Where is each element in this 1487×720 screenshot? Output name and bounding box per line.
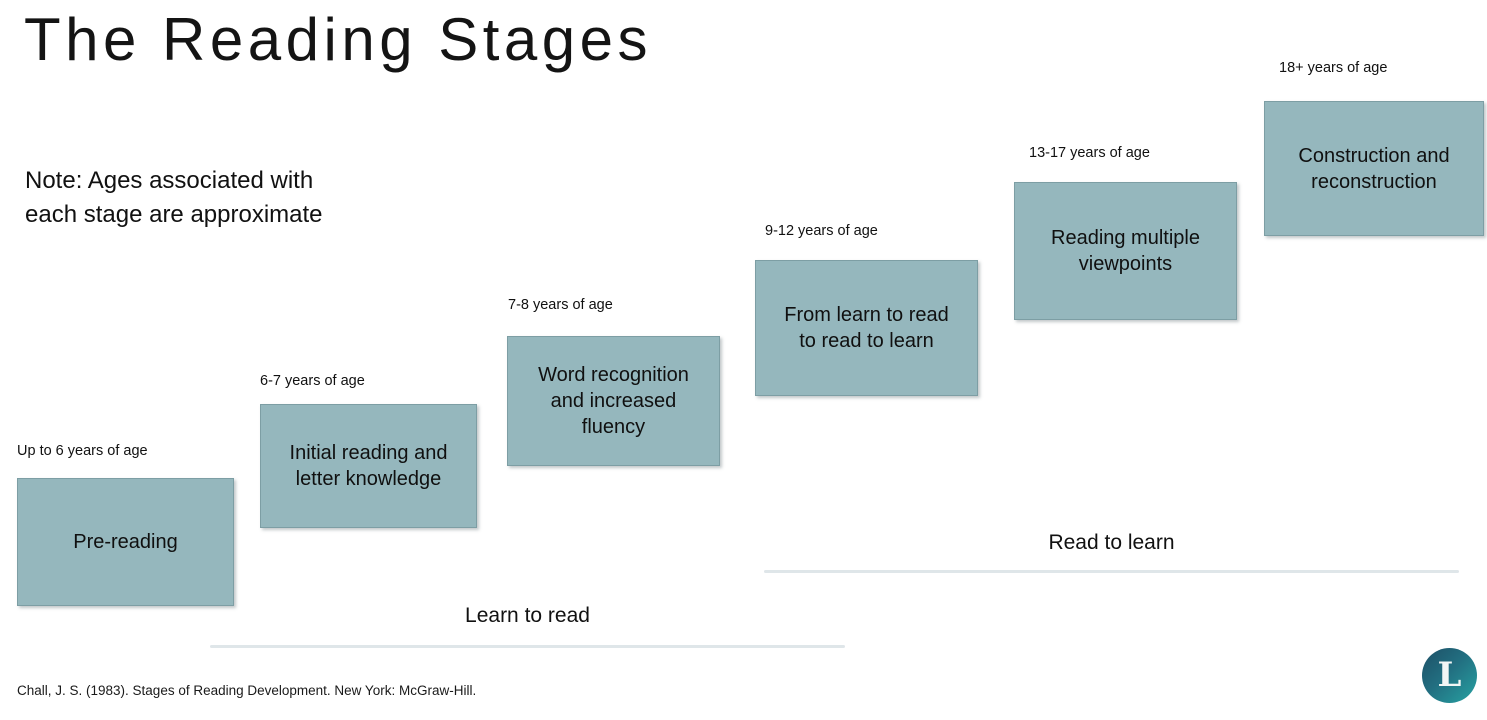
page-title: The Reading Stages [24, 6, 653, 73]
citation-text: Chall, J. S. (1983). Stages of Reading D… [17, 683, 477, 698]
logo-letter: L [1437, 654, 1462, 695]
note-line-2: each stage are approximate [25, 201, 323, 229]
stage-label-word-recognition: Word recognition and increased fluency [538, 364, 689, 438]
age-caption-stage-3: 7-8 years of age [508, 297, 613, 313]
brand-logo-icon: L [1422, 648, 1477, 703]
age-caption-stage-5: 13-17 years of age [1029, 145, 1150, 161]
phase-label-read-to-learn: Read to learn [1048, 531, 1175, 554]
note-block: Note: Ages associated with each stage ar… [25, 164, 385, 232]
stage-label-multiple-viewpoints: Reading multiple viewpoints [1051, 227, 1200, 275]
stage-box-learn-to-read-transition[interactable]: From learn to read to read to learn [755, 260, 978, 396]
stage-box-multiple-viewpoints[interactable]: Reading multiple viewpoints [1014, 182, 1237, 320]
age-caption-stage-1: Up to 6 years of age [17, 443, 148, 459]
stage-box-construction-reconstruction[interactable]: Construction and reconstruction [1264, 101, 1484, 236]
stage-label-learn-to-read-transition: From learn to read to read to learn [784, 304, 949, 352]
age-caption-stage-2: 6-7 years of age [260, 373, 365, 389]
stage-box-pre-reading[interactable]: Pre-reading [17, 478, 234, 606]
phase-label-learn-to-read: Learn to read [465, 604, 590, 627]
stage-label-pre-reading: Pre-reading [73, 531, 178, 553]
note-line-1: Note: Ages associated with [25, 167, 314, 194]
stage-label-construction-reconstruction: Construction and reconstruction [1298, 144, 1450, 193]
age-caption-stage-4: 9-12 years of age [765, 223, 878, 239]
stage-box-word-recognition[interactable]: Word recognition and increased fluency [507, 336, 720, 466]
stage-box-initial-reading[interactable]: Initial reading and letter knowledge [260, 404, 477, 528]
phase-rule-learn-to-read [210, 645, 845, 648]
phase-rule-read-to-learn [764, 570, 1459, 573]
age-caption-stage-6: 18+ years of age [1279, 60, 1388, 76]
stage-label-initial-reading: Initial reading and letter knowledge [289, 442, 448, 490]
